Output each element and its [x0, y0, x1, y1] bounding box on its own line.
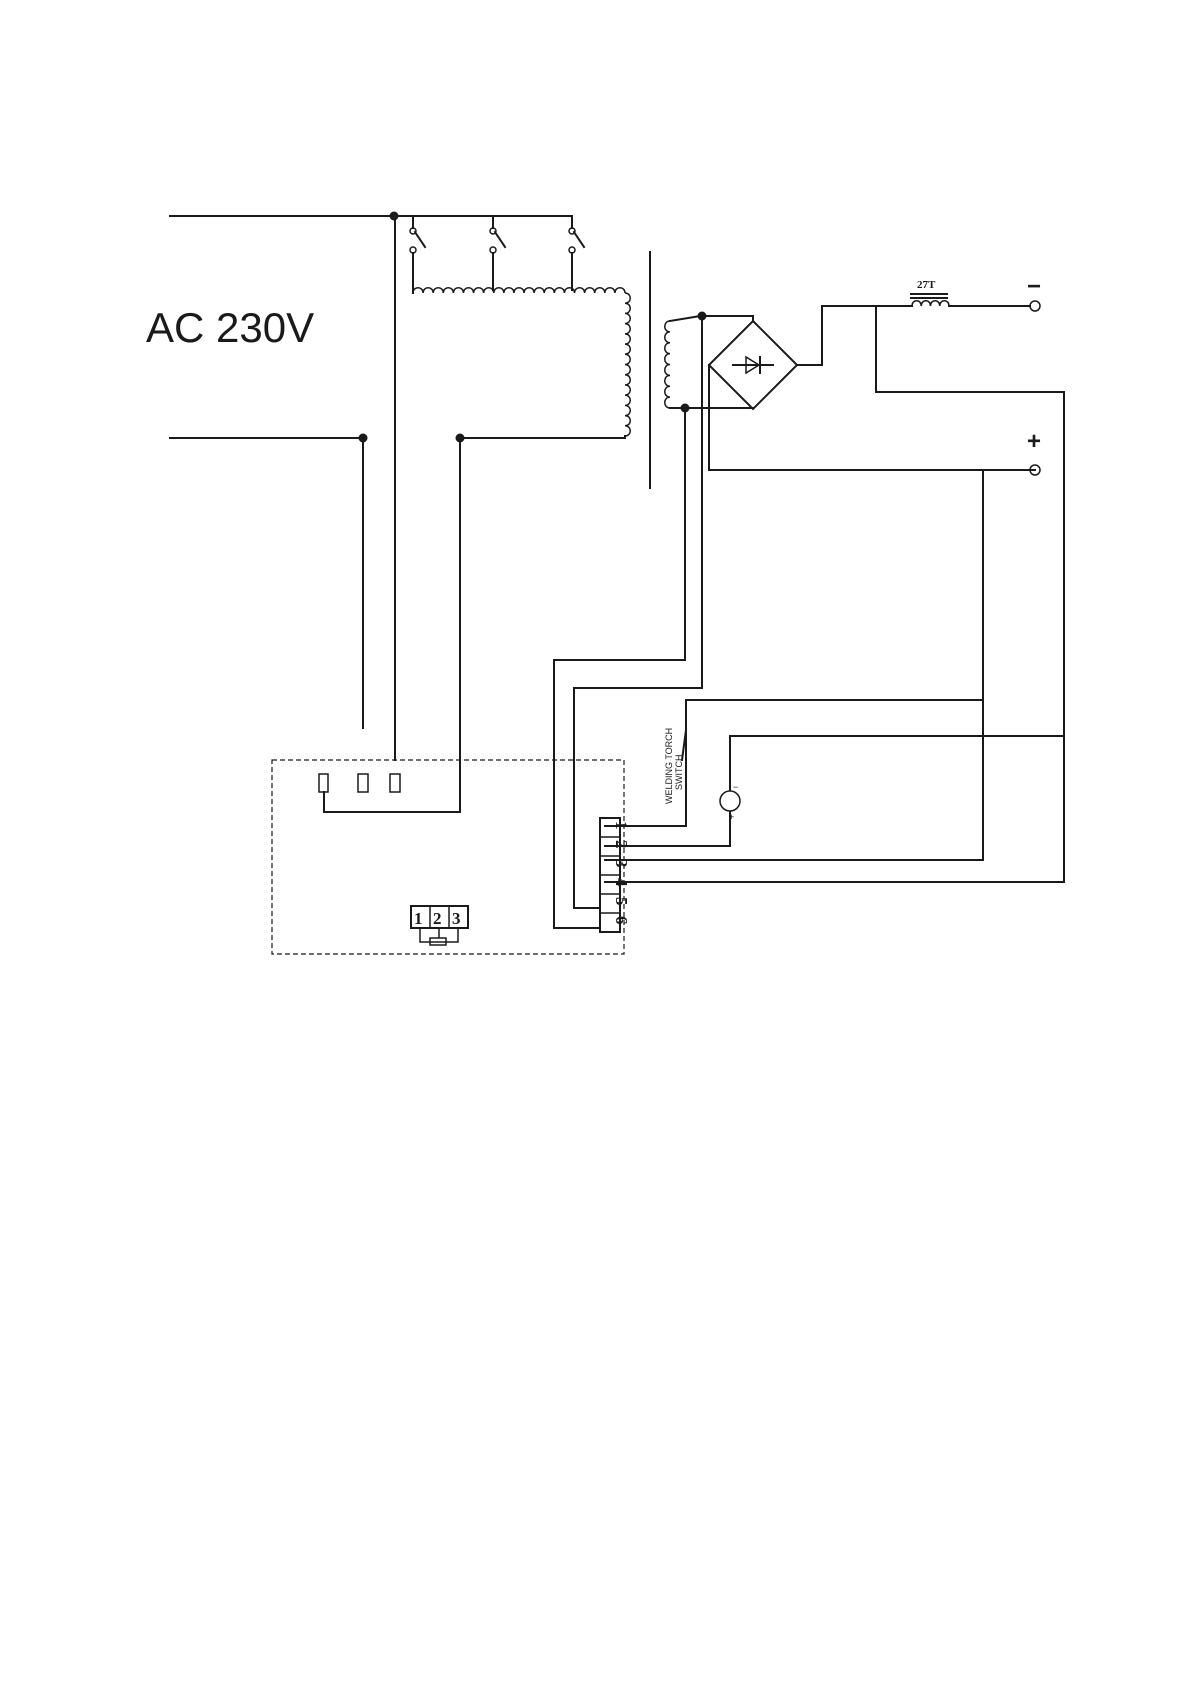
terminal-2: 2: [612, 840, 631, 849]
tap-switch-1: [410, 228, 425, 293]
supply-line-bottom: [170, 438, 363, 728]
transformer-primary-winding: [413, 288, 630, 800]
output-positive-sign: +: [1027, 428, 1041, 455]
torch-switch-label-2: SWITCH: [674, 755, 684, 791]
output-negative-terminal: [1030, 301, 1040, 311]
supply-line-top: [170, 216, 413, 760]
pot-terminal-3: 3: [452, 909, 461, 928]
output-inductor: 27T: [911, 279, 1030, 306]
pot-terminal-1: 1: [414, 909, 423, 928]
control-board: [272, 760, 624, 954]
bridge-rectifier: [700, 306, 1035, 470]
terminal-block: 1 2 3 4 5 6: [600, 818, 631, 932]
tap-switch-2: [413, 216, 505, 290]
tap-switch-3: [493, 216, 584, 290]
supply-voltage-label: AC 230V: [146, 304, 314, 351]
pot-terminal-2: 2: [433, 909, 442, 928]
transformer-secondary-winding: [665, 316, 700, 408]
primary-junction: [456, 434, 465, 443]
terminal-3: 3: [612, 859, 631, 868]
potentiometer-block: 1 2 3: [411, 906, 468, 945]
supply-junction-top: [390, 212, 399, 221]
inductor-label: 27T: [917, 279, 936, 291]
terminal-4: 4: [612, 878, 631, 887]
board-connectors: [319, 774, 460, 812]
motor-minus-sign: −: [733, 782, 738, 792]
supply-junction-bottom: [359, 434, 368, 443]
terminal-6: 6: [612, 916, 631, 925]
output-negative-sign: −: [1027, 273, 1041, 300]
welding-torch-switch: WELDING TORCH SWITCH: [664, 728, 686, 804]
terminal-5: 5: [612, 897, 631, 906]
torch-switch-label-1: WELDING TORCH: [664, 728, 674, 804]
terminal-1: 1: [612, 821, 631, 830]
motor-plus-sign: +: [729, 812, 734, 822]
